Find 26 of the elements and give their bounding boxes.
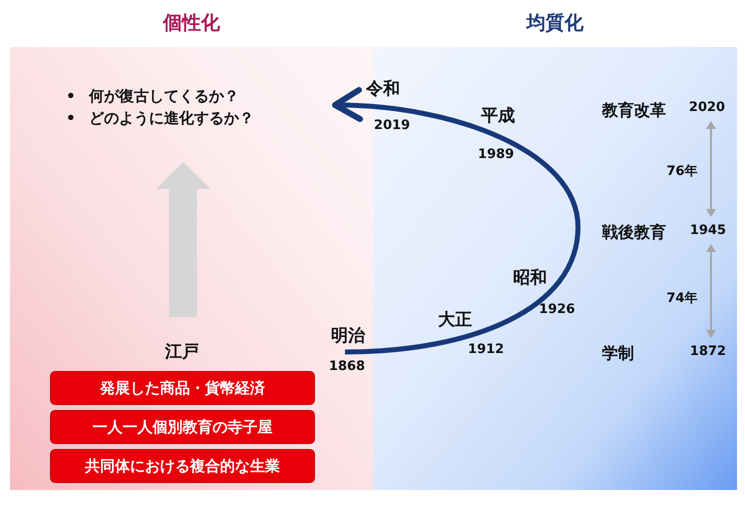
era-label: 大正 <box>438 310 472 330</box>
bullet-text: • どのように進化するか？ <box>66 109 254 127</box>
year-label: 1868 <box>328 359 366 375</box>
column-heading: 均質化 <box>526 11 584 35</box>
year-label: 1945 <box>690 223 726 239</box>
year-label: 1872 <box>690 344 726 360</box>
era-label: 昭和 <box>513 268 547 288</box>
duration-label: 74年 <box>666 291 698 307</box>
duration-label: 76年 <box>666 164 698 180</box>
era-label: 明治 <box>331 326 365 346</box>
year-label: 2019 <box>374 118 410 134</box>
event-label: 戦後教育 <box>602 222 666 242</box>
year-label: 1989 <box>478 147 514 163</box>
year-label: 1926 <box>538 302 576 318</box>
year-label: 2020 <box>688 100 726 116</box>
event-label: 教育改革 <box>602 100 666 120</box>
era-label: 令和 <box>366 78 400 100</box>
banner: 発展した商品・貨幣経済 <box>50 371 315 405</box>
banner: 一人一人個別教育の寺子屋 <box>50 410 315 444</box>
year-label: 1912 <box>468 342 504 358</box>
era-label: 江戸 <box>165 342 199 362</box>
banner: 共同体における複合的な生業 <box>50 449 315 483</box>
era-label: 平成 <box>481 106 515 126</box>
column-heading: 個性化 <box>163 11 220 35</box>
bullet-text: • 何が復古してくるか？ <box>66 87 239 105</box>
event-label: 学制 <box>602 343 634 363</box>
